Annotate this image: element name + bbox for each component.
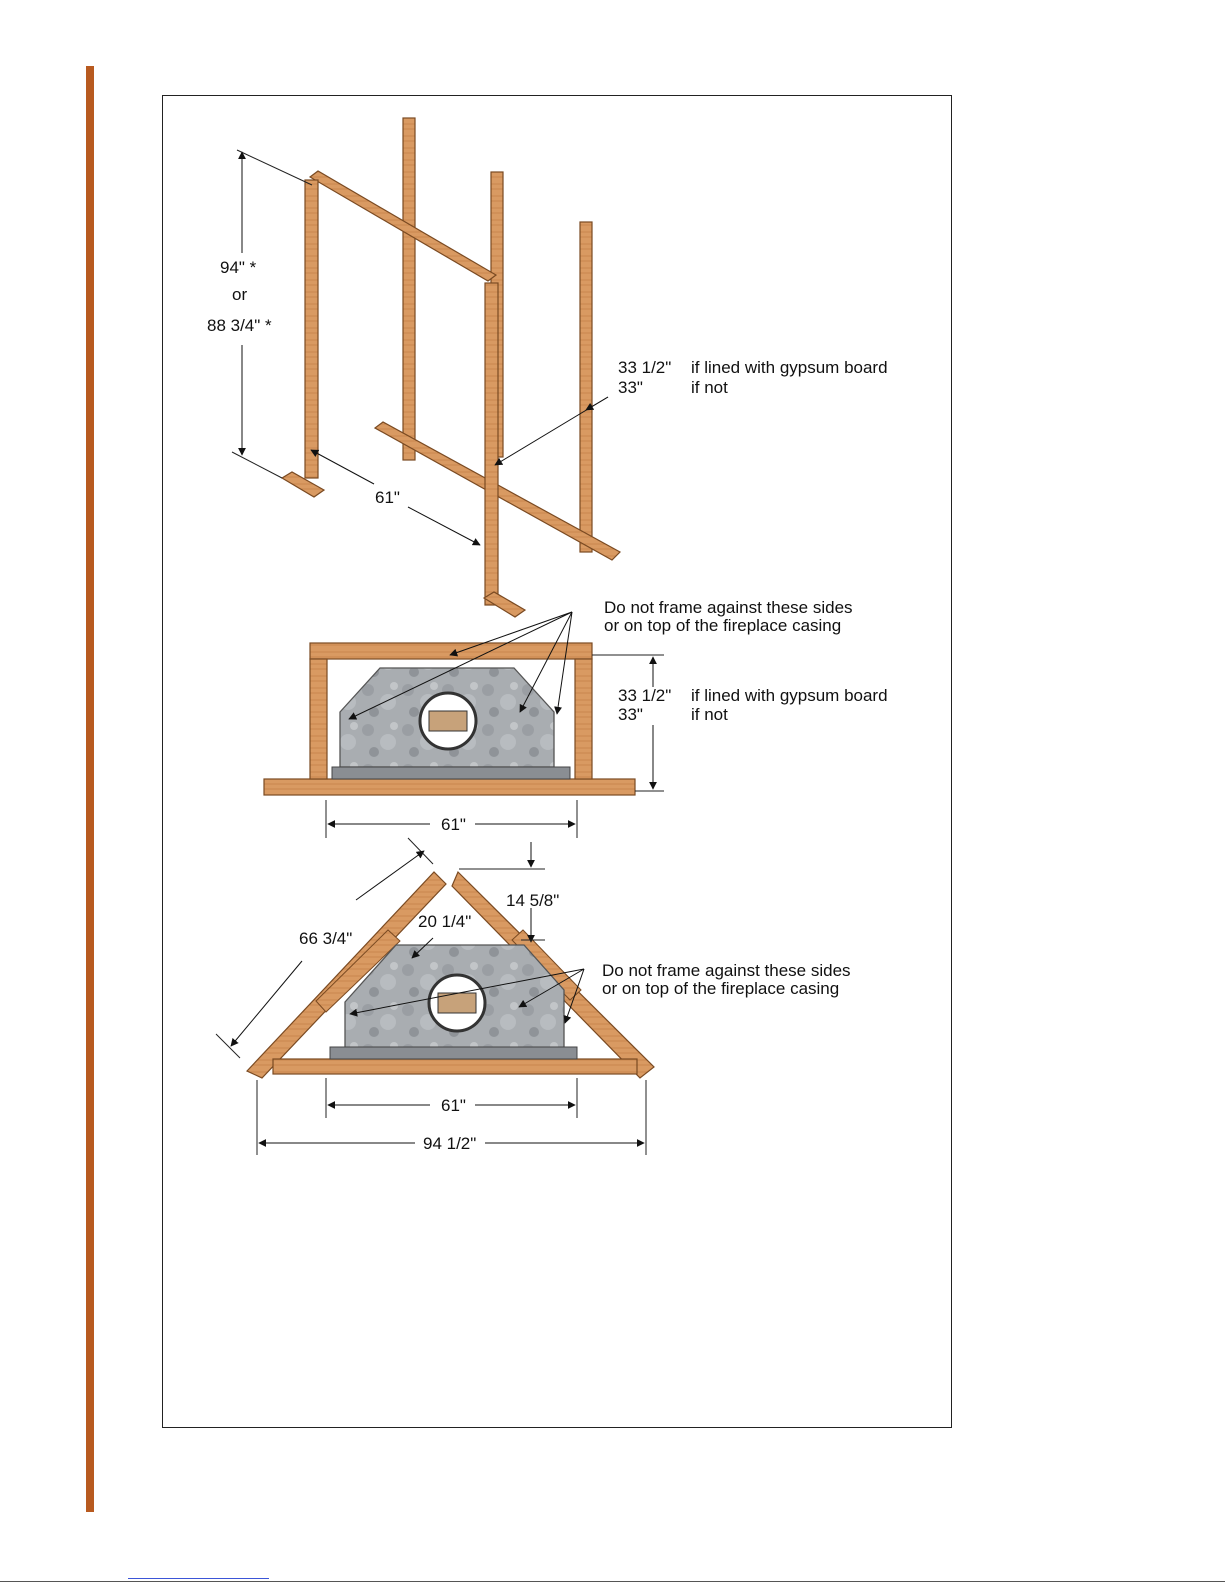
front-depth-note-a: if lined with gypsum board: [691, 686, 888, 705]
footer-rule: [0, 1581, 1225, 1582]
top-depth-dimension: 33 1/2" if lined with gypsum board 33" i…: [495, 358, 888, 465]
corner-casing-base: [330, 1047, 577, 1059]
front-depth-value-b: 33": [618, 705, 643, 724]
height-label-or: or: [232, 285, 247, 304]
stud-front-right: [485, 283, 498, 605]
height-dimension: 94" * or 88 3/4" *: [207, 150, 312, 478]
front-header: [310, 643, 592, 659]
corner-warning-line2: or on top of the fireplace casing: [602, 979, 839, 998]
front-casing-base: [332, 767, 570, 779]
top-depth-value-b: 33": [618, 378, 643, 397]
stud-front-left: [305, 180, 318, 478]
front-log: [429, 711, 467, 731]
front-stud-left: [310, 659, 327, 779]
corner-angle-label: 20 1/4": [418, 912, 471, 931]
corner-inner-width-dimension: 61": [326, 1078, 577, 1118]
front-depth-note-b: if not: [691, 705, 728, 724]
corner-outer-width-label: 94 1/2": [423, 1134, 476, 1153]
front-width-label: 61": [441, 815, 466, 834]
front-warning-line2: or on top of the fireplace casing: [604, 616, 841, 635]
top-depth-value-a: 33 1/2": [618, 358, 671, 377]
corner-side-label: 66 3/4": [299, 929, 352, 948]
isometric-frame: [282, 118, 620, 617]
front-depth-dimension: 33 1/2" if lined with gypsum board 33" i…: [592, 655, 888, 791]
corner-view-frame: [247, 872, 654, 1078]
corner-inner-width-label: 61": [441, 1096, 466, 1115]
corner-outer-width-dimension: 94 1/2": [257, 1080, 646, 1155]
front-depth-value-a: 33 1/2": [618, 686, 671, 705]
front-floor-board: [264, 779, 635, 795]
stud-back-right: [580, 222, 592, 552]
footer-link-underline: [128, 1578, 269, 1579]
top-depth-note-a: if lined with gypsum board: [691, 358, 888, 377]
height-label-88: 88 3/4" *: [207, 316, 272, 335]
top-depth-note-b: if not: [691, 378, 728, 397]
corner-clearance-label: 14 5/8": [506, 891, 559, 910]
corner-warning-line1: Do not frame against these sides: [602, 961, 851, 980]
height-label-94: 94" *: [220, 258, 257, 277]
front-stud-right: [575, 659, 592, 779]
front-warning-line1: Do not frame against these sides: [604, 598, 853, 617]
front-view-frame: [264, 643, 635, 795]
top-width-label: 61": [375, 488, 400, 507]
corner-floor-board: [273, 1059, 637, 1074]
stud-back-left: [403, 118, 415, 460]
front-width-dimension: 61": [326, 800, 577, 838]
